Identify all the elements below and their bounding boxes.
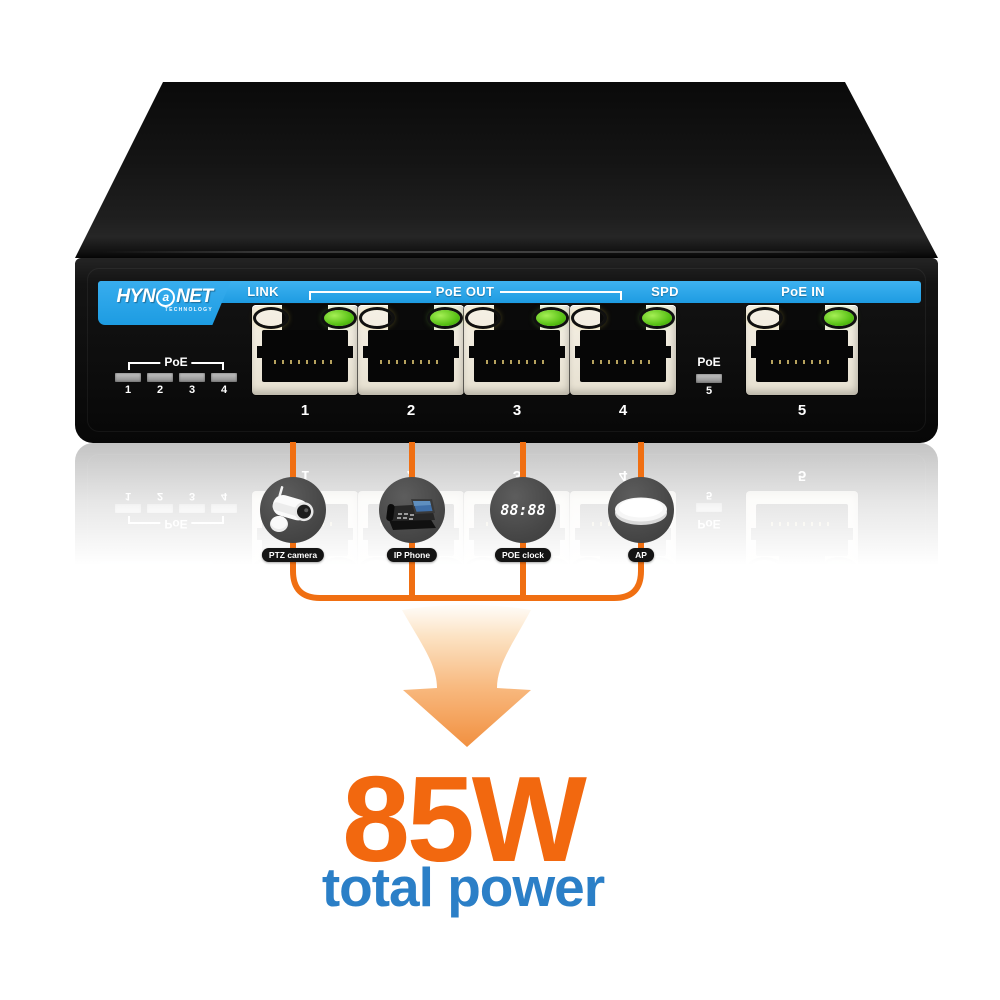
poe-led-4-number: 4 <box>220 384 228 396</box>
poe-led-1-number: 1 <box>124 384 132 396</box>
ptz-camera-icon <box>270 486 314 532</box>
device-access-point <box>608 477 674 543</box>
port-spd-led-icon <box>324 310 354 326</box>
port-clip-slot <box>282 305 328 330</box>
rj45-jack <box>363 330 459 382</box>
brand-suffix: NET <box>176 286 213 307</box>
front-panel-outline <box>87 268 926 432</box>
clock-display: 88:88 <box>500 501 545 519</box>
port-link-led-icon <box>750 310 780 326</box>
rj45-jack <box>469 330 565 382</box>
port-spd-led-icon <box>536 310 566 326</box>
total-power-value: 85W <box>342 751 587 887</box>
port-clip-slot <box>600 305 646 330</box>
port-4: 4 <box>570 305 676 419</box>
port-spd-led-icon <box>642 310 672 326</box>
device-ip-phone <box>379 477 445 543</box>
port-clip-slot <box>779 305 825 330</box>
poe-led-5-number: 5 <box>705 385 713 397</box>
port-link-led-icon <box>574 310 604 326</box>
poe-indicator-label: PoE <box>160 355 192 369</box>
rj45-pins <box>771 360 833 364</box>
poe-out-bracket-left <box>309 291 431 300</box>
rj45-pins <box>274 360 336 364</box>
rj45-pins <box>486 360 548 364</box>
port-spd-led-icon <box>824 310 854 326</box>
port-clip-slot <box>494 305 540 330</box>
brand-prefix: HYN <box>116 286 156 307</box>
port-link-led-icon <box>362 310 392 326</box>
poe-clock-icon: 88:88 <box>500 501 545 519</box>
poe5-label: PoE <box>697 355 721 369</box>
poe-out-bracket-right <box>500 291 622 300</box>
port-number: 2 <box>406 402 416 419</box>
port-spd-led-icon <box>430 310 460 326</box>
port-link-led-icon <box>256 310 286 326</box>
spd-label: SPD <box>651 284 679 299</box>
port-link-led-icon <box>468 310 498 326</box>
port-2: 2 <box>358 305 464 419</box>
poe-led-1-icon <box>115 373 141 382</box>
brand-tagline: TECHNOLOGY <box>164 307 213 313</box>
ip-phone-icon <box>386 499 436 530</box>
brand-at-icon: a <box>156 287 176 307</box>
rj45-jack <box>257 330 353 382</box>
port-number: 3 <box>512 402 522 419</box>
poe-led-3-icon <box>179 373 205 382</box>
poe-led-2-number: 2 <box>156 384 164 396</box>
poe-led-5-icon <box>696 374 722 383</box>
ap-icon <box>615 497 667 525</box>
poe-out-label: PoE OUT <box>435 284 495 299</box>
link-label: LINK <box>247 284 279 299</box>
poe-in-label: PoE IN <box>781 284 825 299</box>
device-label-ap: AP <box>628 548 654 562</box>
switch-top-face <box>75 82 938 258</box>
port-3: 3 <box>464 305 570 419</box>
port-clip-slot <box>388 305 434 330</box>
device-label-ptz-camera: PTZ camera <box>261 548 325 562</box>
port-1: 1 <box>252 305 358 419</box>
port-number: 4 <box>618 402 628 419</box>
rj45-jack <box>751 330 853 382</box>
device-ptz-camera <box>260 477 326 543</box>
label-stripe: LINK PoE OUT SPD PoE IN <box>98 281 921 303</box>
port-5: 5 <box>746 305 858 419</box>
poe-led-3-number: 3 <box>188 384 196 396</box>
device-label-poe-clock: POE clock <box>494 548 552 562</box>
down-arrow-icon <box>402 604 531 747</box>
poe-led-4-icon <box>211 373 237 382</box>
rj45-pins <box>592 360 654 364</box>
port-number: 1 <box>300 402 310 419</box>
rj45-pins <box>380 360 442 364</box>
rj45-jack <box>575 330 671 382</box>
device-label-ip-phone: IP Phone <box>386 548 438 562</box>
total-power-caption: total power <box>321 856 605 918</box>
port-number: 5 <box>797 402 807 419</box>
device-poe-clock: 88:88 <box>490 477 556 543</box>
poe-led-2-icon <box>147 373 173 382</box>
